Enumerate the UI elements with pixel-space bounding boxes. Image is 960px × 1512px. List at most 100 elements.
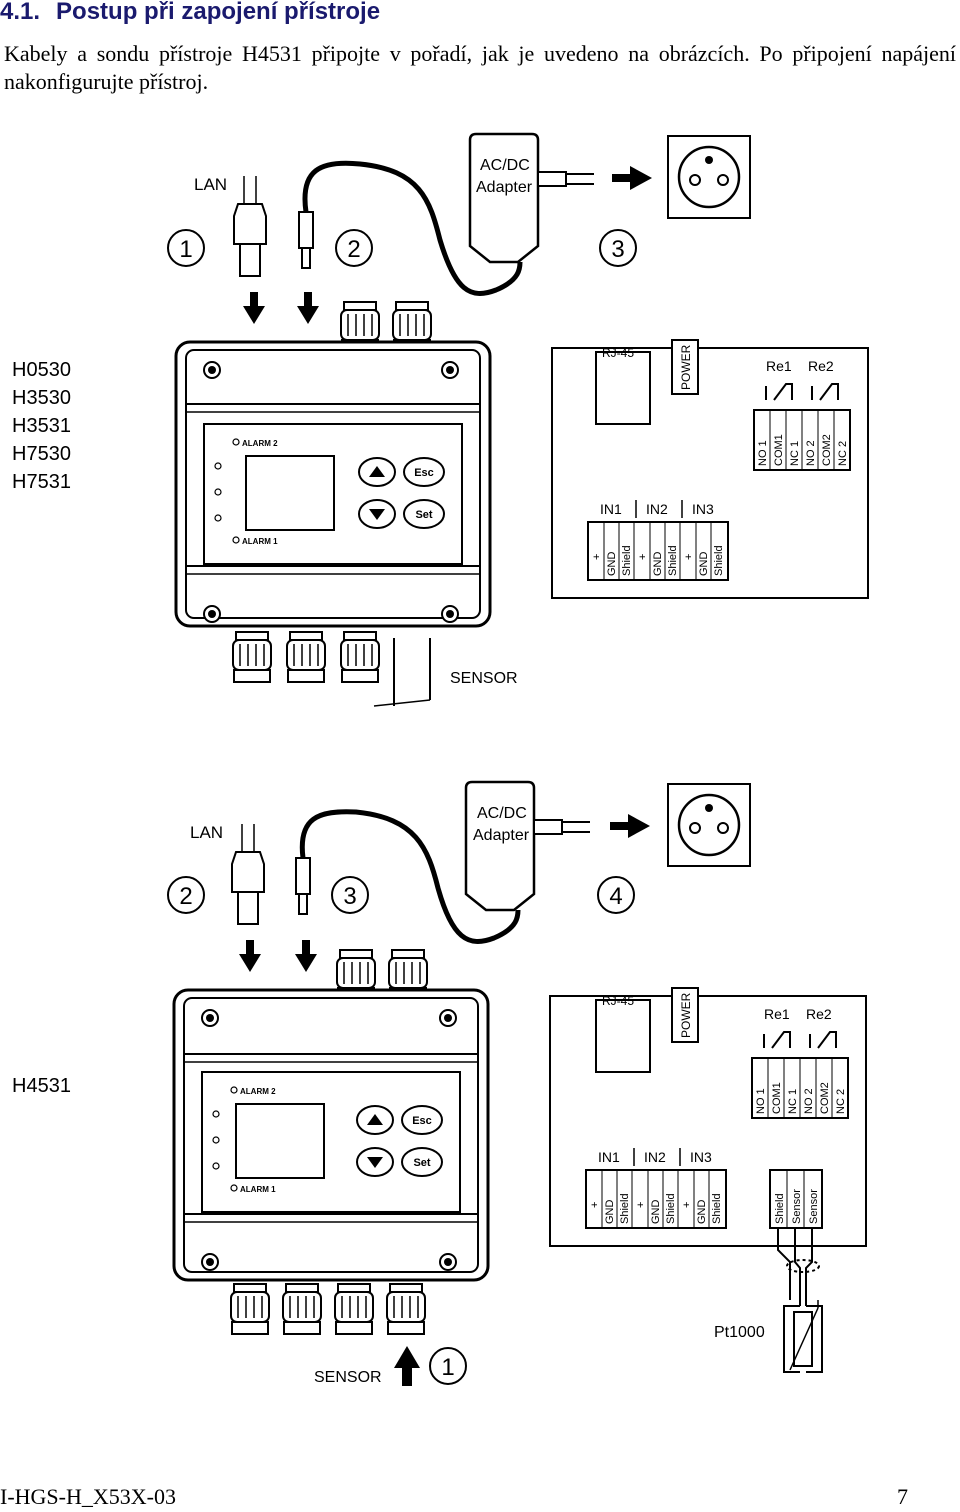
in1-label: IN1: [600, 501, 622, 517]
figure-1: LAN AC/DC Adapter 1 2 3 H0530 H3530 H353…: [12, 132, 869, 707]
section-number: 4.1.: [0, 0, 41, 25]
screw-icon: [441, 361, 459, 379]
set-button: [403, 499, 445, 529]
sensor-terminal-labels: Shield Sensor Sensor: [774, 1170, 820, 1228]
set-button: [401, 1147, 443, 1177]
esc-label: Esc: [412, 1115, 432, 1127]
down-arrow-icon: [367, 1157, 383, 1168]
section-title: Postup při zapojení přístroje: [56, 0, 381, 25]
step-circle: [167, 229, 205, 267]
model-name: H4531: [12, 1075, 71, 1097]
alarm2-label: ALARM 2: [240, 1087, 276, 1096]
step-number: 2: [179, 883, 192, 910]
rj45-label: RJ-45: [602, 346, 634, 360]
rj45-label: RJ-45: [602, 994, 634, 1008]
lcd-display: [245, 455, 335, 531]
screw-icon: [439, 1253, 457, 1271]
dc-plug-icon: [298, 211, 314, 269]
step-circle: [429, 1347, 467, 1385]
screw-icon: [203, 361, 221, 379]
device-housing: ALARM 2 ALARM 1 Esc Set SENSOR 1: [172, 949, 490, 1386]
pt1000-wiring: Pt1000: [714, 1228, 823, 1373]
screw-icon: [441, 605, 459, 623]
dc-plug-icon: [295, 857, 311, 915]
relay-terminal: NO 2: [803, 1088, 815, 1114]
power-socket-icon: [666, 782, 752, 868]
input-terminal: +: [589, 1202, 601, 1208]
alarm1-label: ALARM 1: [240, 1185, 276, 1194]
set-label: Set: [413, 1157, 430, 1169]
down-arrow-icon: [239, 940, 261, 972]
relay-terminal: NO 1: [755, 1088, 767, 1114]
relay-terminal: NC 1: [787, 1089, 799, 1114]
step-number: 3: [611, 236, 624, 263]
esc-button: [403, 457, 445, 487]
step-number: 4: [609, 883, 622, 910]
model-name: H7531: [12, 471, 71, 493]
input-terminal: +: [681, 1202, 693, 1208]
in3-label: IN3: [692, 501, 714, 517]
sensor-terminal: Shield: [774, 1193, 786, 1224]
input-terminal: GND: [652, 552, 664, 577]
power-label: POWER: [679, 992, 693, 1038]
relay-switch-icon: [763, 1031, 791, 1049]
re1-label: Re1: [766, 358, 792, 374]
step-number: 1: [179, 236, 192, 263]
esc-button: [401, 1105, 443, 1135]
relay-terminal: COM1: [773, 434, 785, 466]
in3-label: IN3: [690, 1149, 712, 1165]
screw-icon: [439, 1009, 457, 1027]
re2-label: Re2: [806, 1006, 832, 1022]
ac-dc-adapter-icon: [464, 780, 592, 912]
down-arrow-icon: [243, 292, 265, 324]
input-terminal: Shield: [619, 1193, 631, 1224]
up-arrow-icon: [402, 1364, 412, 1386]
model-name: H3530: [12, 387, 71, 409]
in2-label: IN2: [644, 1149, 666, 1165]
sensor-label: SENSOR: [314, 1369, 382, 1386]
input-terminal: GND: [650, 1200, 662, 1225]
step-circle: [599, 229, 637, 267]
led-indicator: [214, 462, 222, 470]
relay-terminal: NC 2: [835, 1089, 847, 1114]
step-circle: [597, 876, 635, 914]
cable-shield-icon: [786, 1259, 820, 1273]
esc-label: Esc: [414, 467, 434, 479]
relay-switch-icon: [809, 1031, 837, 1049]
right-arrow-icon: [612, 166, 652, 190]
step-number: 1: [441, 1354, 454, 1381]
led-indicator: [212, 1136, 220, 1144]
lan-plug-icon: [233, 175, 267, 277]
in2-label: IN2: [646, 501, 668, 517]
input-terminal: GND: [604, 1200, 616, 1225]
step-circle: [167, 876, 205, 914]
led-indicator: [214, 514, 222, 522]
input-terminal: Shield: [667, 545, 679, 576]
in1-label: IN1: [598, 1149, 620, 1165]
input-terminal: +: [683, 554, 695, 560]
lan-plug-icon: [231, 823, 265, 925]
step-circle: [331, 876, 369, 914]
input-terminal-labels: + GND Shield + GND Shield + GND Shield: [589, 1170, 723, 1228]
terminal-board: RJ-45 POWER Re1 Re2 NO 1 COM1 NC 1 NO 2 …: [549, 987, 867, 1247]
lan-label: LAN: [194, 175, 227, 194]
input-terminal: +: [591, 554, 603, 560]
model-name: H7530: [12, 443, 71, 465]
power-socket-icon: [666, 134, 752, 220]
input-terminal-labels: + GND Shield + GND Shield + GND Shield: [591, 522, 725, 580]
device-housing: ALARM 2 ALARM 1 Esc Set SENSOR: [174, 301, 518, 707]
down-arrow-icon: [297, 292, 319, 324]
sensor-terminal: Sensor: [808, 1189, 820, 1224]
lan-label: LAN: [190, 823, 223, 842]
pt1000-label: Pt1000: [714, 1324, 765, 1341]
input-terminal: Shield: [665, 1193, 677, 1224]
up-arrow-icon: [367, 1114, 383, 1125]
intro-paragraph: Kabely a sondu přístroje H4531 připojte …: [4, 41, 956, 94]
relay-terminal: COM2: [821, 434, 833, 466]
relay-terminal: COM1: [771, 1082, 783, 1114]
model-name: H0530: [12, 359, 71, 381]
screw-icon: [201, 1253, 219, 1271]
figure-2: LAN AC/DC Adapter 2 3 4 H4531: [12, 780, 867, 1386]
relay-terminal: NC 2: [837, 441, 849, 466]
down-arrow-icon: [369, 509, 385, 520]
